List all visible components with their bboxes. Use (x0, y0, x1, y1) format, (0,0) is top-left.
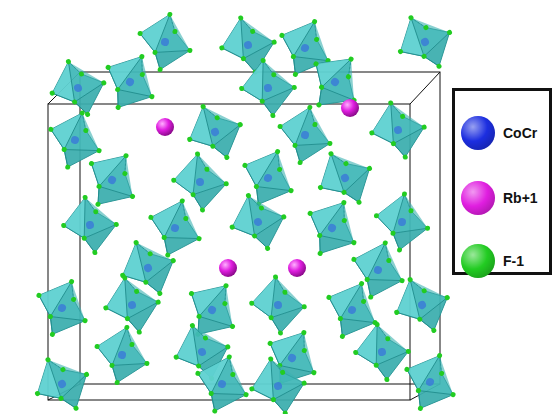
legend-swatch (461, 181, 495, 215)
legend-entry: Rb+1 (461, 180, 538, 216)
legend-label: F-1 (503, 253, 524, 269)
legend-swatch (461, 116, 495, 150)
legend-entry: F-1 (461, 243, 524, 279)
legend-label: CoCr (503, 125, 537, 141)
legend-swatch (461, 244, 495, 278)
legend-entry: CoCr (461, 115, 537, 151)
legend-box: CoCrRb+1F-1 (452, 88, 552, 275)
legend-label: Rb+1 (503, 190, 538, 206)
